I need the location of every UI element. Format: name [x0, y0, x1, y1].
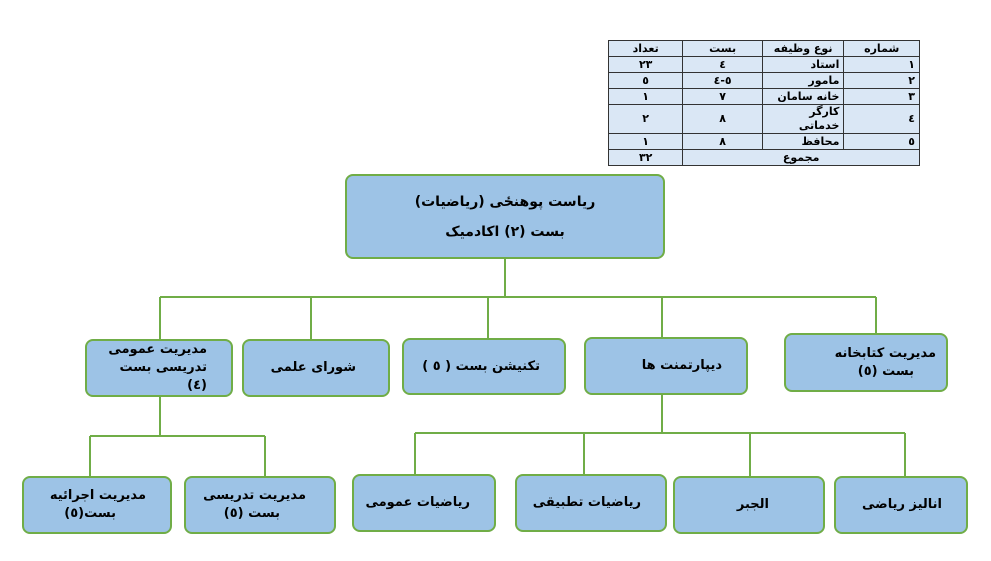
algebra-title: الجبر	[736, 497, 769, 512]
general-management-grade: تدریسی بست (٤)	[119, 360, 207, 393]
cell-number: ٤	[843, 104, 920, 134]
general-management-title: مدیریت عمومی	[108, 342, 207, 357]
total-label: مجموع	[682, 149, 920, 166]
general-math-title: ریاضیات عمومی	[365, 495, 470, 510]
cell-count: ٥	[607, 72, 684, 89]
executive-management-title: مدیریت اجرائیه	[49, 488, 146, 503]
cell-grade: ٤	[682, 56, 763, 73]
teaching-management-box: مدیریت تدریسی بست (٥)	[184, 476, 336, 534]
teaching-management-grade: بست (٥)	[223, 506, 280, 521]
general-management-box: مدیریت عمومی تدریسی بست (٤)	[85, 339, 233, 397]
faculty-head-grade: بست (۲) اکادمیک	[445, 223, 565, 240]
cell-number: ٥	[843, 133, 920, 150]
cell-count: ۲۳	[607, 56, 684, 73]
cell-grade: ٥-٤	[682, 72, 763, 89]
scientific-council-box: شورای علمی	[242, 339, 390, 397]
col-header-grade: بست	[682, 40, 763, 57]
table-row: ۱ استاد ٤ ۲۳	[607, 56, 920, 73]
technician-title: تکنیشن بست ( ٥ )	[422, 358, 540, 374]
col-header-job-type: نوع وظیفه	[761, 40, 845, 57]
cell-count: ۲	[607, 104, 684, 134]
departments-box: دیپارتمنت ها	[584, 337, 748, 395]
algebra-box: الجبر	[673, 476, 825, 534]
scientific-council-title: شورای علمی	[270, 360, 356, 375]
math-analysis-box: انالیز ریاضی	[834, 476, 968, 534]
library-management-grade: بست (٥)	[857, 363, 914, 379]
cell-job-type: مامور	[761, 72, 845, 89]
col-header-number: شماره	[843, 40, 920, 57]
technician-box: تکنیشن بست ( ٥ )	[402, 338, 566, 395]
cell-job-type: خانه سامان	[761, 88, 845, 105]
departments-title: دیپارتمنت ها	[641, 358, 722, 373]
applied-math-title: ریاضیات تطبیقی	[532, 495, 641, 510]
library-management-box: مدیریت کتابخانه بست (٥)	[784, 333, 948, 392]
applied-math-box: ریاضیات تطبیقی	[515, 474, 667, 532]
faculty-head-box: ریاست پوهنځی (ریاضیات) بست (۲) اکادمیک	[345, 174, 665, 259]
cell-grade: ۸	[682, 133, 763, 150]
total-value: ۳۲	[607, 149, 684, 166]
cell-count: ۱	[607, 133, 684, 150]
executive-management-box: مدیریت اجرائیه بست(٥)	[22, 476, 172, 534]
general-math-box: ریاضیات عمومی	[352, 474, 496, 532]
cell-number: ۱	[843, 56, 920, 73]
executive-management-grade: بست(٥)	[64, 506, 116, 521]
table-header-row: شماره نوع وظیفه بست تعداد	[607, 40, 920, 57]
library-management-title: مدیریت کتابخانه	[834, 345, 936, 361]
table-row: ٤ کارگر خدماتی ۸ ۲	[607, 104, 920, 134]
staff-table: شماره نوع وظیفه بست تعداد ۱ استاد ٤ ۲۳ ۲…	[607, 40, 920, 166]
teaching-management-title: مدیریت تدریسی	[203, 488, 306, 503]
cell-job-type: استاد	[761, 56, 845, 73]
table-total-row: مجموع ۳۲	[607, 149, 920, 166]
math-analysis-title: انالیز ریاضی	[862, 497, 942, 512]
table-row: ۳ خانه سامان ۷ ۱	[607, 88, 920, 105]
faculty-head-title: ریاست پوهنځی (ریاضیات)	[414, 193, 596, 210]
